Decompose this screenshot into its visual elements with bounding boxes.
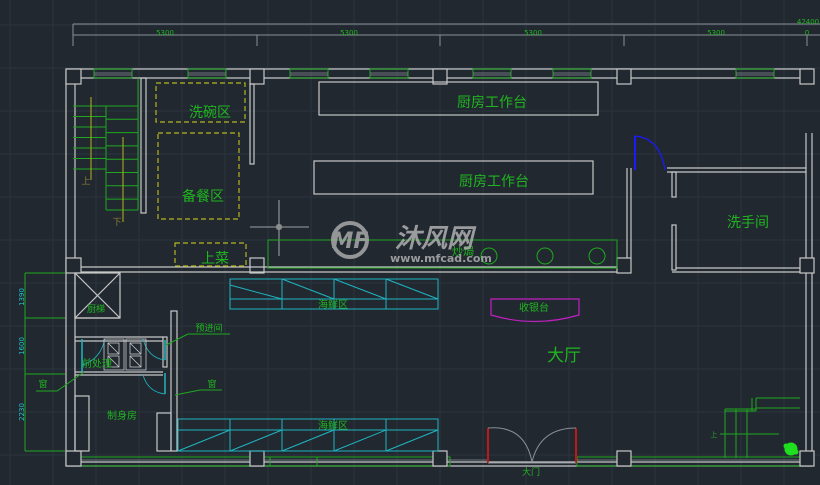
seafood-zone-1 (229, 278, 439, 310)
kitchen-counter-2-label: 厨房工作台 (459, 174, 529, 190)
restroom-label: 洗手间 (727, 215, 769, 231)
preprocess-label: 前处理 (82, 357, 112, 370)
dim-left-3: 2230 (18, 403, 26, 421)
bar-stools (480, 247, 606, 265)
cashier-desk (490, 298, 580, 323)
main-door (487, 427, 577, 464)
dim-top-3: 5300 (524, 29, 542, 37)
stair-down-label: 下 (112, 218, 121, 228)
watermark-brand: 沐风网 (395, 224, 477, 254)
window-label-2: 窗 (38, 378, 47, 390)
right-stair-up-label: 上 (711, 430, 718, 439)
columns (65, 68, 815, 467)
svg-text:MF: MF (332, 229, 369, 254)
pre-entry-label: 预进间 (195, 322, 222, 334)
cashier-label: 收银台 (519, 301, 549, 314)
left-dimension (24, 272, 65, 452)
dim-top-2: 5300 (340, 29, 358, 37)
dishwashing-label: 洗碗区 (189, 105, 231, 121)
bar-counter (267, 239, 618, 269)
leader-lines (36, 333, 230, 396)
dim-left-2: 1600 (18, 337, 26, 355)
bar-label: 炒焗 (452, 244, 474, 258)
sashimi-room-label: 制身房 (107, 409, 137, 422)
top-windows (93, 68, 775, 79)
watermark: MF 沐风网 www.mfcad.com (331, 221, 492, 265)
kitchen-counter-2 (313, 160, 594, 195)
staircase (73, 78, 139, 211)
dim-top-4: 5300 (707, 29, 725, 37)
prep-label: 备餐区 (182, 188, 224, 205)
dim-top-total: 42400 (797, 18, 819, 26)
elevator-label: 厨梯 (87, 303, 105, 315)
serving-label: 上菜 (201, 251, 229, 267)
interior-walls (74, 77, 806, 452)
seafood-zone-2-label: 海鲜区 (318, 419, 348, 432)
sinks (103, 338, 147, 371)
hall-label: 大厅 (547, 346, 581, 366)
main-door-label: 大门 (522, 466, 540, 478)
kitchen-counter-1-label: 厨房工作台 (457, 95, 527, 111)
dim-left-1: 1390 (18, 288, 26, 306)
watermark-url: www.mfcad.com (390, 252, 492, 265)
window-label-1: 窗 (207, 378, 216, 390)
dim-top-end: 0 (805, 29, 809, 37)
restroom-door (634, 135, 666, 171)
plant-icon (783, 442, 799, 456)
watermark-logo-icon: MF (331, 221, 369, 259)
preprocess-doors (81, 338, 166, 395)
kitchen-counter-1 (318, 81, 599, 116)
dashed-zones (155, 82, 247, 267)
dim-top-1: 5300 (156, 29, 174, 37)
stair-up-label: 上 (81, 176, 90, 187)
crosshair-cursor (250, 200, 309, 256)
top-dimension (72, 23, 820, 46)
seafood-zone-1-label: 海鲜区 (318, 298, 348, 311)
seafood-zone-2 (177, 418, 439, 452)
top-window-panes (94, 72, 774, 76)
right-stair (720, 397, 800, 458)
